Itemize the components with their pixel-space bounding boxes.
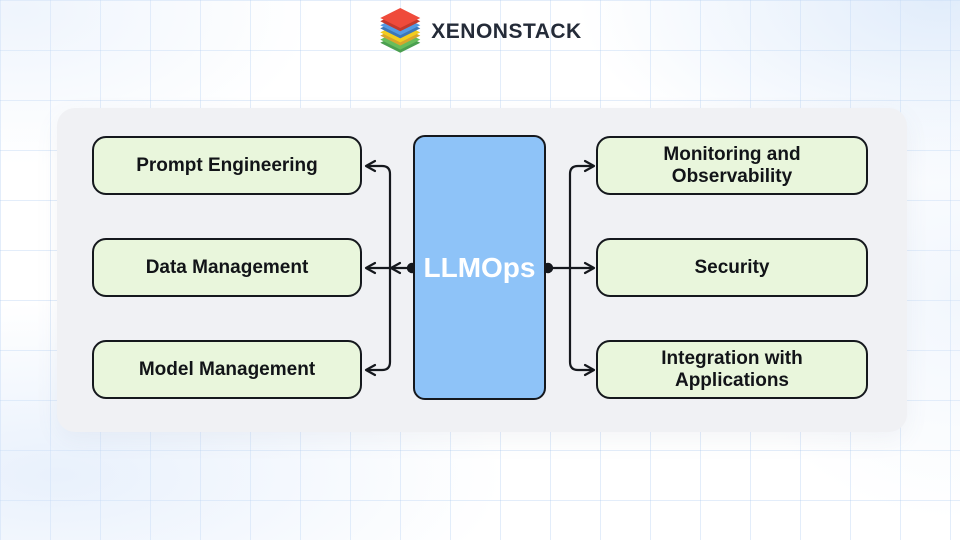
xenonstack-logo-icon [380, 8, 421, 53]
node-data-management: Data Management [92, 238, 362, 297]
node-label: Model Management [138, 358, 316, 380]
brand-name: XENONSTACK [431, 20, 582, 43]
node-integration-applications: Integration with Applications [596, 340, 868, 399]
node-monitoring-observability: Monitoring and Observability [596, 136, 868, 195]
center-node-label: LLMOps [423, 251, 536, 283]
brand-logo: XENONSTACK [378, 8, 581, 56]
node-label: Data Management [145, 256, 309, 278]
center-node-llmops: LLMOps [413, 135, 546, 400]
node-label: Monitoring and Observability [663, 143, 801, 187]
node-model-management: Model Management [92, 340, 362, 399]
node-prompt-engineering: Prompt Engineering [92, 136, 362, 195]
node-security: Security [596, 238, 868, 297]
node-label: Integration with Applications [661, 347, 803, 391]
node-label: Prompt Engineering [136, 154, 318, 176]
node-label: Security [694, 256, 770, 278]
